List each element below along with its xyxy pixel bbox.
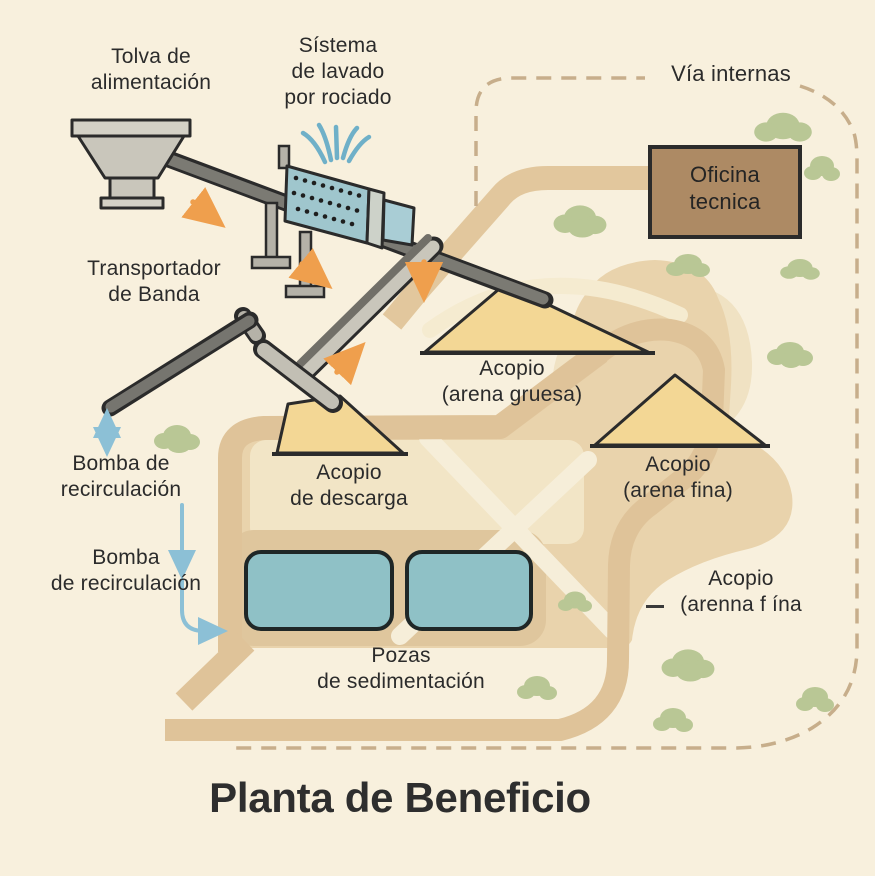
flow-arrows — [181, 187, 444, 386]
label-tolva: Tolva de alimentación — [91, 44, 211, 96]
pump-arrows — [93, 408, 228, 645]
bush — [754, 112, 812, 142]
label-line: tecnica — [689, 189, 761, 214]
label-line: (arena gruesa) — [441, 383, 583, 406]
label-bomba-2: Bomba de recirculación — [51, 545, 201, 597]
label-bomba-1: Bomba de recirculación — [61, 451, 181, 503]
boundary-right-segment — [228, 84, 859, 750]
flow-arrow-icon — [181, 187, 226, 228]
label-line: (arenna f ína — [680, 593, 802, 616]
hopper-neck — [108, 176, 156, 200]
label-line: de descarga — [290, 487, 408, 510]
label-line: por rociado — [284, 86, 392, 109]
wash-outlet-box — [381, 198, 416, 247]
pump-line-elbow-icon — [180, 578, 228, 645]
dashed-internal-road-boundary — [228, 76, 859, 750]
discharge-chute — [253, 339, 343, 413]
bushes — [154, 112, 840, 732]
pond-1 — [244, 550, 394, 631]
water-spray-icon — [300, 122, 372, 165]
bush — [796, 687, 834, 712]
label-line: Bomba de — [72, 452, 170, 475]
label-line: de Banda — [108, 283, 200, 306]
road-stub-southwest — [175, 633, 255, 711]
boundary-left-segment — [474, 76, 645, 206]
label-line: Vía internas — [671, 61, 791, 86]
label-acopio-gruesa: Acopio (arena gruesa) — [442, 356, 583, 408]
wash-end-cap — [365, 187, 386, 250]
label-line: Acopio — [708, 567, 774, 590]
road-office-spur — [382, 166, 652, 330]
bush — [804, 156, 840, 181]
label-line: (arena fina) — [623, 479, 733, 502]
flow-arrow-icon — [288, 247, 333, 289]
trestle-leg — [298, 230, 313, 291]
label-line: de sedimentación — [317, 670, 485, 693]
road-right-loop-and-bottom — [165, 318, 725, 741]
label-sistema-lavado: Sístema de lavado por rociado — [284, 33, 391, 111]
bush — [553, 205, 607, 238]
office-building — [648, 145, 802, 239]
feed-hopper — [70, 118, 192, 210]
roads — [165, 166, 725, 741]
label-line: Pozas — [371, 644, 431, 667]
bush — [780, 259, 820, 280]
trestle-leg — [264, 201, 279, 262]
banda-conveyor — [101, 311, 259, 417]
sedimentation-ponds — [244, 550, 533, 631]
page-title: Planta de Beneficio — [209, 774, 591, 821]
label-line: Acopio — [479, 357, 545, 380]
bush — [653, 708, 693, 732]
label-transportador: Transportador de Banda — [87, 256, 221, 308]
ghost-road-1 — [422, 277, 688, 338]
bush — [767, 342, 813, 368]
washer-post — [277, 144, 291, 170]
trestle-foot — [250, 255, 292, 270]
bush — [517, 676, 557, 700]
label-line: alimentación — [90, 71, 212, 94]
label-line: de lavado — [291, 60, 385, 83]
label-line: Transportador — [87, 257, 221, 280]
hopper-rim — [70, 118, 192, 138]
label-acopio-fina: Acopio (arena fina) — [623, 452, 733, 504]
pond-2 — [405, 550, 533, 631]
stockpiles — [272, 282, 770, 456]
flow-arrow-icon — [323, 342, 366, 386]
bush — [558, 591, 592, 612]
road-pozas-loop — [218, 342, 608, 652]
label-line: Acopio — [316, 461, 382, 484]
stray-tick-mark — [646, 605, 664, 608]
label-line: Oficina — [690, 162, 760, 187]
hopper-flange — [99, 196, 165, 210]
label-line: recirculación — [60, 478, 182, 501]
label-acopio-descarga: Acopio de descarga — [290, 460, 408, 512]
trestle-foot — [284, 284, 326, 299]
bush — [661, 649, 715, 682]
label-oficina-tecnica: Oficina tecnica — [689, 161, 760, 215]
label-line: Bomba — [92, 546, 160, 569]
hopper-body — [76, 134, 186, 180]
label-line: Sístema — [298, 34, 378, 57]
label-line: Tolva de — [111, 45, 191, 68]
label-line: Acopio — [645, 453, 711, 476]
spray-wash-unit — [283, 164, 416, 250]
label-acopio-arenna: Acopio (arenna f ína — [680, 566, 802, 618]
label-line: de recirculación — [50, 572, 202, 595]
bush — [154, 425, 200, 453]
wash-screen-holes — [291, 175, 362, 227]
label-via-internas: Vía internas — [671, 61, 791, 87]
label-pozas: Pozas de sedimentación — [317, 643, 485, 695]
bush — [666, 254, 710, 277]
